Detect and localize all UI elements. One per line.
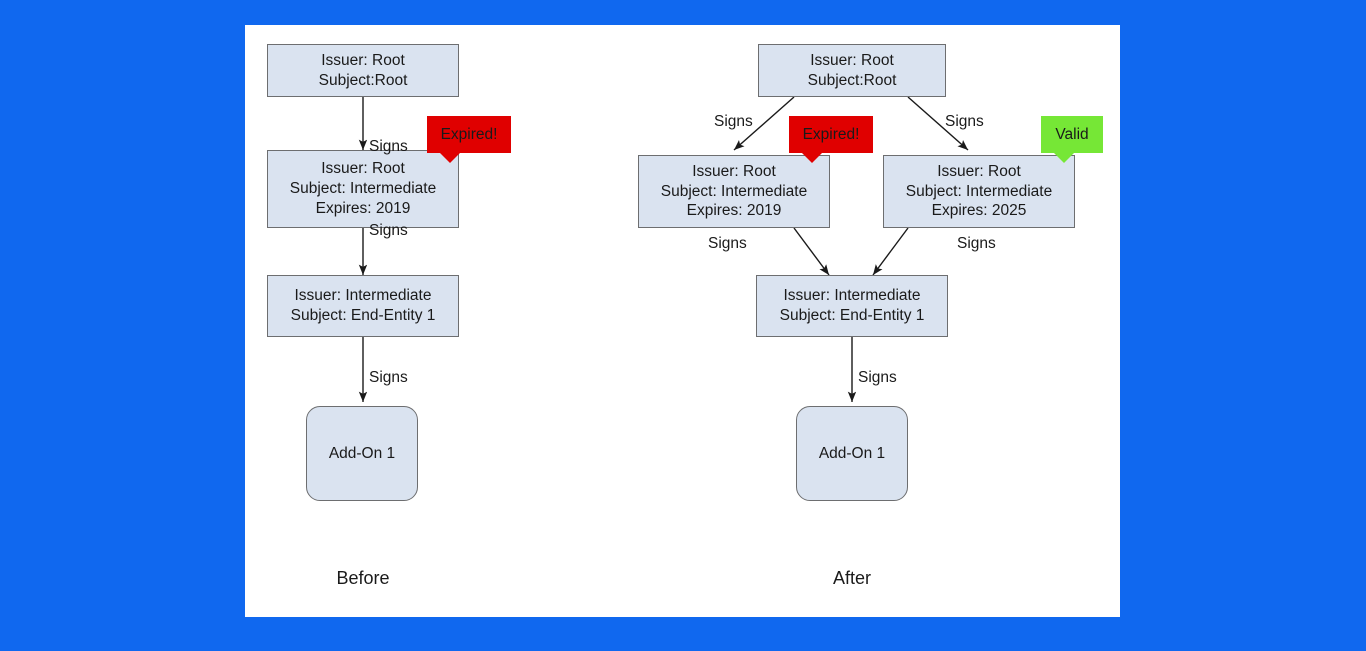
after-intermediate-valid-node[interactable]: Issuer: Root Subject: Intermediate Expir…: [883, 155, 1075, 228]
before-root-certificate-node[interactable]: Issuer: Root Subject:Root: [267, 44, 459, 97]
node-line: Add-On 1: [328, 444, 396, 462]
node-line: Issuer: Root: [692, 162, 776, 180]
node-line: Issuer: Intermediate: [783, 287, 921, 305]
node-line: Issuer: Root: [321, 51, 405, 69]
node-line: Issuer: Root: [937, 162, 1021, 180]
callout-tail-icon: [802, 153, 822, 163]
after-edge-label-root-to-intermediate-old: Signs: [714, 113, 753, 130]
node-line: Subject:Root: [807, 71, 897, 89]
after-edge-label-intermediate-old-to-endentity: Signs: [708, 235, 747, 252]
after-edge-label-endentity-to-addon: Signs: [858, 369, 897, 386]
after-add-on-node[interactable]: Add-On 1: [796, 406, 908, 501]
node-line: Subject: End-Entity 1: [290, 307, 436, 324]
after-valid-badge[interactable]: Valid: [1041, 116, 1103, 163]
node-line: Add-On 1: [818, 444, 886, 462]
after-edge-label-root-to-intermediate-new: Signs: [945, 113, 984, 130]
callout-tail-icon: [440, 153, 460, 163]
before-intermediate-certificate-node[interactable]: Issuer: Root Subject: Intermediate Expir…: [267, 150, 459, 228]
callout-tail-icon: [1054, 153, 1074, 163]
node-line: Subject: Intermediate: [905, 182, 1053, 200]
node-line: Subject: End-Entity 1: [779, 307, 925, 324]
before-edge-label-intermediate-to-endentity: Signs: [369, 222, 408, 239]
before-edge-label-root-to-intermediate: Signs: [369, 138, 408, 155]
node-line: Issuer: Intermediate: [294, 287, 432, 305]
node-line: Issuer: Root: [321, 160, 405, 178]
node-line: Subject: Intermediate: [289, 180, 437, 198]
expired-badge-label: Expired!: [427, 116, 511, 153]
connector-after-intermediate-new-to-endentity: [872, 227, 909, 276]
after-caption: After: [832, 568, 871, 588]
after-edge-label-intermediate-new-to-endentity: Signs: [957, 235, 996, 252]
before-caption: Before: [336, 568, 390, 588]
after-expired-badge[interactable]: Expired!: [789, 116, 873, 163]
node-line: Subject:Root: [318, 71, 408, 89]
connector-after-root-to-intermediate-old: [733, 96, 795, 151]
after-end-entity-certificate-node[interactable]: Issuer: Intermediate Subject: End-Entity…: [756, 275, 948, 337]
after-intermediate-expired-node[interactable]: Issuer: Root Subject: Intermediate Expir…: [638, 155, 830, 228]
before-edge-label-endentity-to-addon: Signs: [369, 369, 408, 386]
node-line: Issuer: Root: [810, 51, 894, 69]
before-end-entity-certificate-node[interactable]: Issuer: Intermediate Subject: End-Entity…: [267, 275, 459, 337]
node-line: Expires: 2025: [931, 202, 1027, 220]
node-line: Expires: 2019: [315, 199, 411, 217]
node-line: Subject: Intermediate: [660, 182, 808, 200]
connector-after-root-to-intermediate-new: [907, 96, 969, 151]
valid-badge-label: Valid: [1041, 116, 1103, 153]
expired-badge-label: Expired!: [789, 116, 873, 153]
after-root-certificate-node[interactable]: Issuer: Root Subject:Root: [758, 44, 946, 97]
before-add-on-node[interactable]: Add-On 1: [306, 406, 418, 501]
diagram-canvas: Issuer: Root Subject:Root Issuer: Root S…: [245, 25, 1120, 617]
diagram-connectors: [358, 96, 969, 402]
before-expired-badge[interactable]: Expired!: [427, 116, 511, 163]
connector-after-intermediate-old-to-endentity: [793, 227, 830, 276]
node-line: Expires: 2019: [686, 202, 782, 220]
